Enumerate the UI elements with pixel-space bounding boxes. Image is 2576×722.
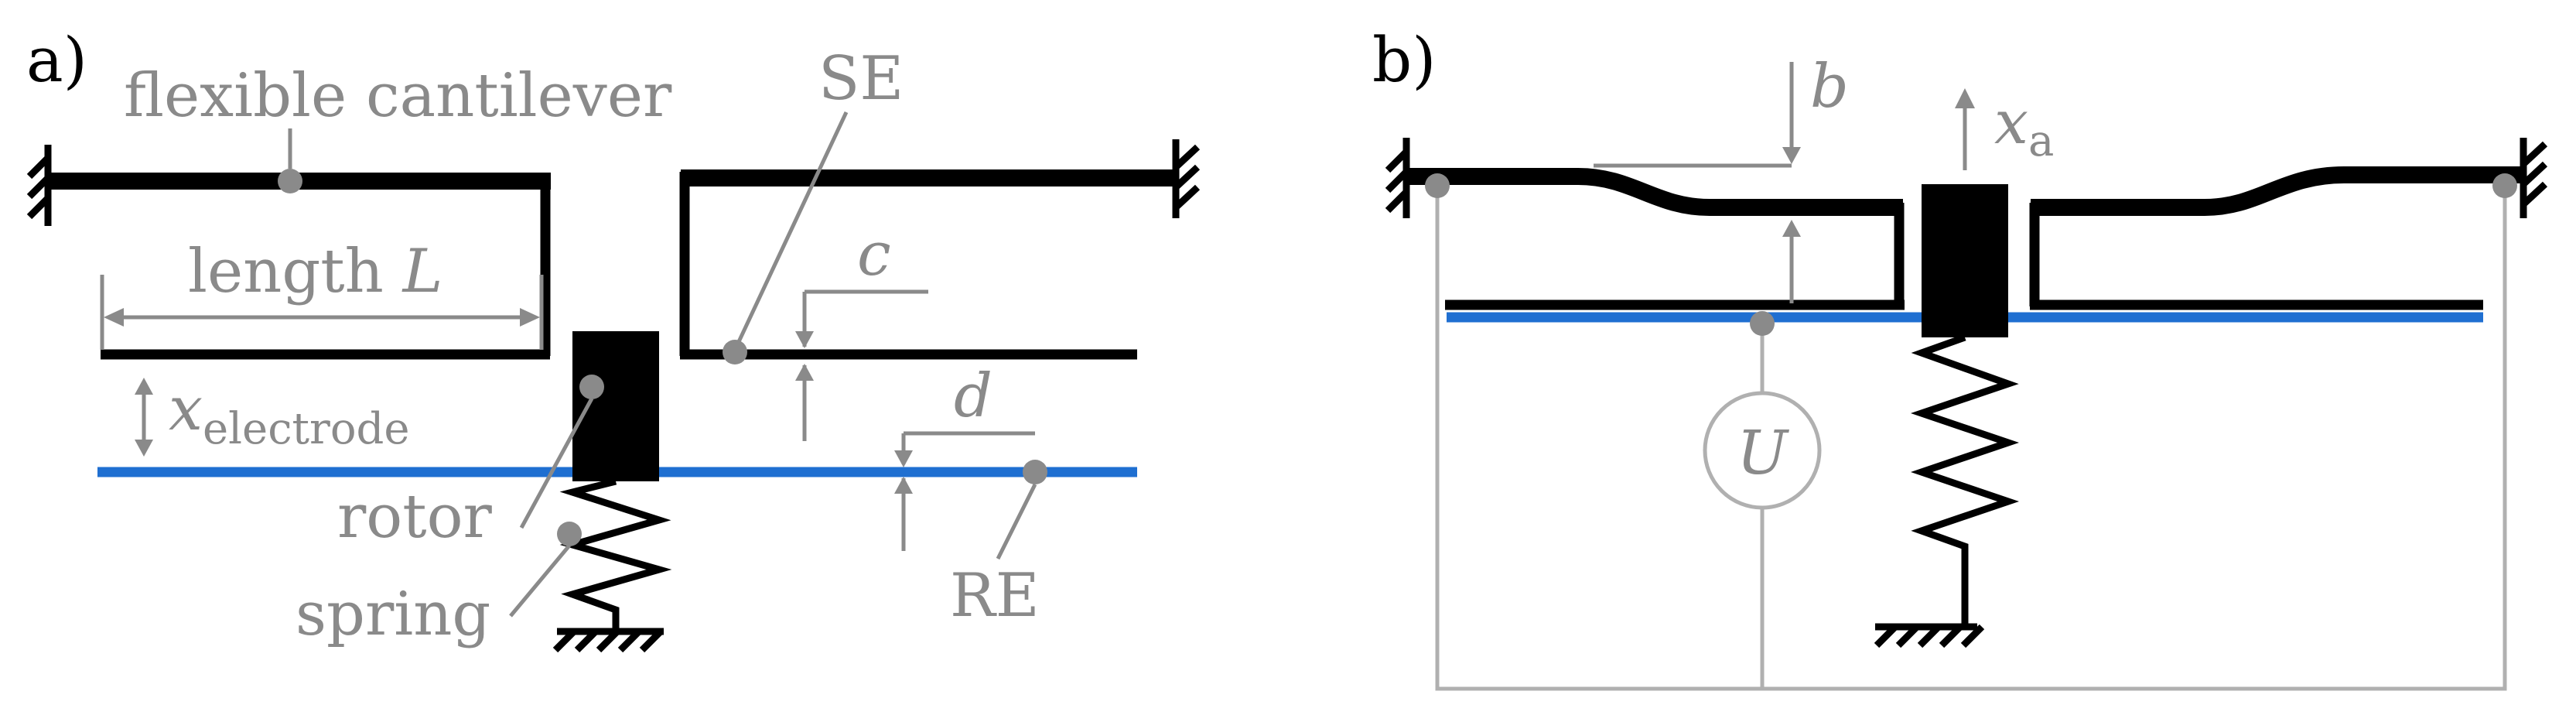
xa-label: xa	[1994, 88, 2054, 166]
right-cantilever-deflected	[2029, 166, 2523, 310]
spring-leader	[509, 544, 571, 618]
spring-a	[559, 477, 672, 633]
rotor-block-b	[1922, 184, 2008, 337]
left-wall-hatch-a	[26, 145, 52, 226]
re-leader	[996, 483, 1037, 560]
spring-b	[1910, 334, 2020, 627]
spring-ground-hatch-a	[552, 628, 664, 653]
voltage-source	[1703, 391, 1822, 510]
electrode-contact-marker	[1750, 311, 1775, 336]
panel-b-label: b)	[1372, 24, 1436, 96]
spring-label: spring	[296, 580, 490, 649]
re-marker	[1023, 460, 1047, 484]
c-label: c	[857, 220, 891, 289]
b-label: b	[1810, 52, 1849, 121]
right-contact-marker	[2492, 173, 2517, 198]
panel-b: b)	[1372, 24, 2548, 691]
left-contact-marker	[1425, 173, 1450, 198]
d-label: d	[954, 361, 992, 431]
panel-a-label: a)	[26, 24, 87, 96]
right-wall-hatch-a	[1172, 139, 1201, 218]
xa-arrow	[1955, 88, 1975, 170]
rotor-marker	[579, 375, 604, 399]
b-dimension	[1594, 62, 1801, 303]
circuit	[1435, 186, 2507, 691]
x-electrode-dimension	[135, 378, 153, 457]
rotor-label: rotor	[337, 482, 493, 552]
spring-marker	[557, 522, 582, 546]
panel-a: a)	[26, 24, 1201, 653]
cantilever-marker	[278, 169, 302, 193]
cantilever-label: flexible cantilever	[124, 61, 672, 131]
left-wall-hatch-b	[1385, 138, 1410, 218]
c-dimension	[795, 289, 928, 441]
x-electrode-label: xelectrode	[169, 375, 410, 454]
d-dimension	[894, 431, 1035, 551]
left-cantilever-deflected	[1406, 168, 1905, 310]
re-label: RE	[950, 561, 1040, 631]
se-label: SE	[818, 44, 904, 114]
rotor-leader	[519, 397, 594, 529]
right-cantilever	[679, 169, 1174, 360]
spring-ground-hatch-b	[1874, 624, 1985, 648]
right-wall-hatch-b	[2520, 138, 2548, 218]
length-label: length L	[188, 237, 442, 306]
se-leader	[734, 111, 849, 348]
se-marker	[723, 340, 747, 364]
length-dimension	[100, 275, 544, 350]
voltage-label: U	[1737, 419, 1789, 488]
